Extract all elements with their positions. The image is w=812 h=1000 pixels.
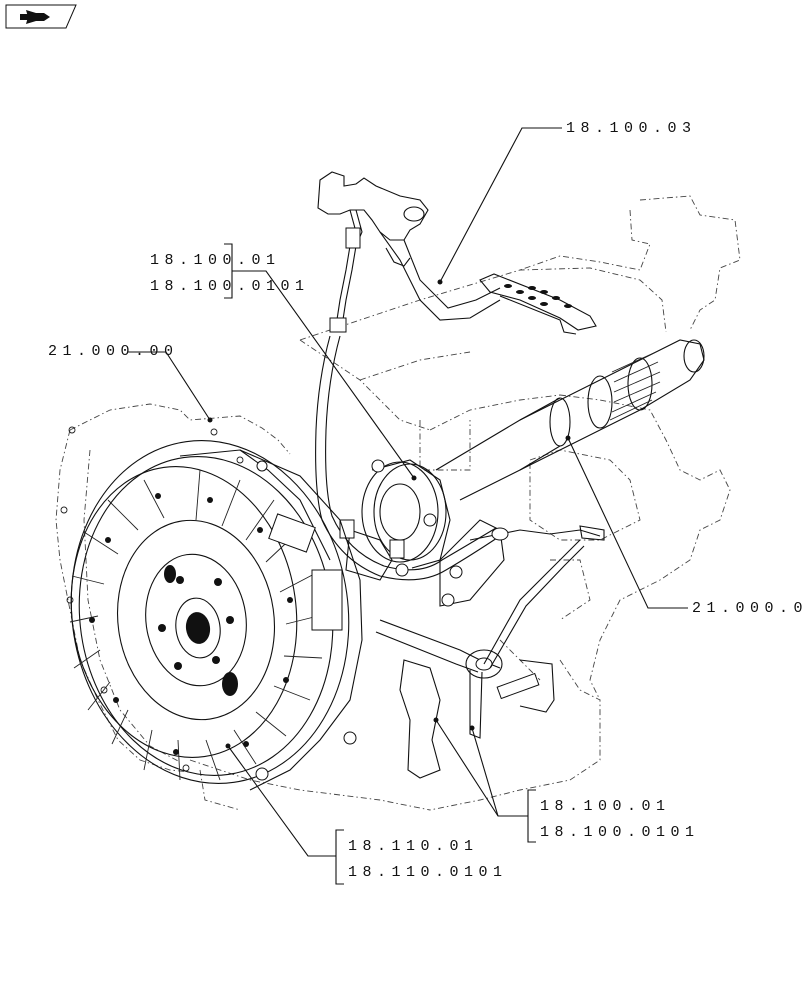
callout-clutch-ref-b[interactable]: 18.110.0101 [348, 864, 508, 881]
callout-shaft-ref[interactable]: 21.000.0 [692, 600, 808, 617]
callout-linkage-ref-b[interactable]: 18.100.0101 [540, 824, 700, 841]
callout-cable-ref-a[interactable]: 18.100.01 [150, 252, 281, 269]
callout-cable-ref-b[interactable]: 18.100.0101 [150, 278, 310, 295]
callout-pedal-ref[interactable]: 18.100.03 [566, 120, 697, 137]
leader-lines [128, 127, 688, 885]
release-bearing-assembly [339, 459, 451, 581]
release-linkage [375, 519, 605, 779]
forward-arrow-icon [20, 10, 50, 24]
callout-clutch-ref-a[interactable]: 18.110.01 [348, 838, 479, 855]
callout-housing-ref[interactable]: 21.000.00 [48, 343, 179, 360]
input-shaft [435, 339, 705, 501]
clutch-assembly [69, 440, 363, 791]
nav-arrow-button[interactable] [5, 4, 77, 29]
transmission-housing [55, 195, 741, 811]
callout-linkage-ref-a[interactable]: 18.100.01 [540, 798, 671, 815]
clutch-pedal [317, 171, 597, 335]
